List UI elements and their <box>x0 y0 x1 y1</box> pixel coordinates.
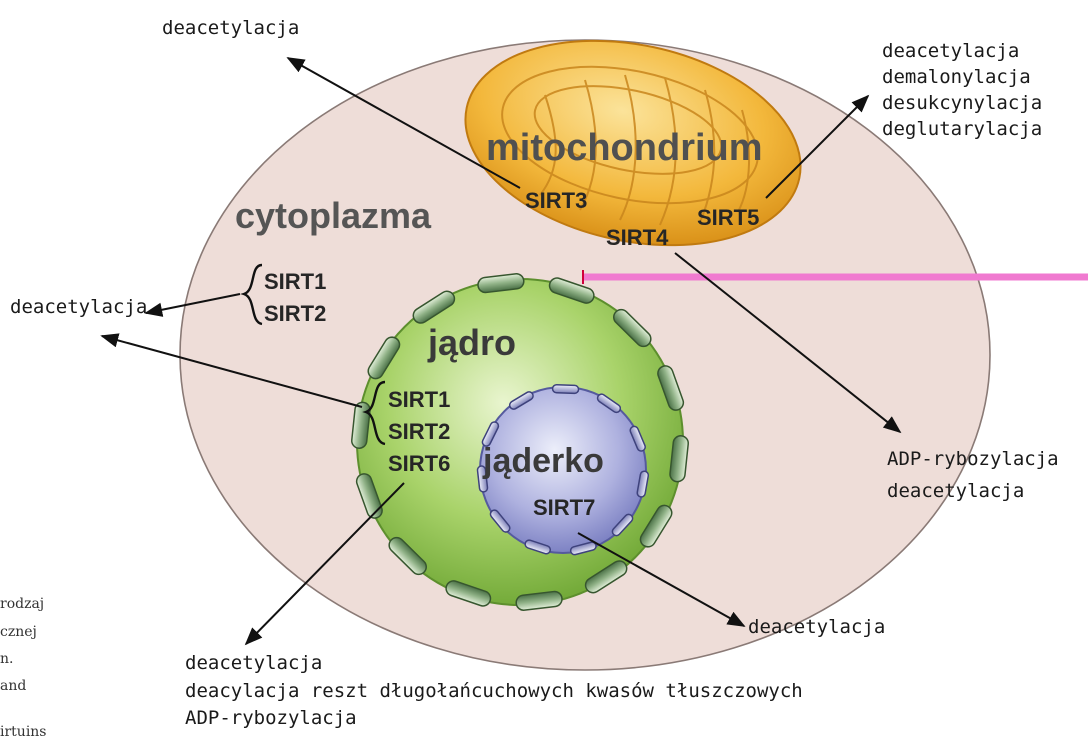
sirt5-label: SIRT5 <box>697 205 759 230</box>
nuc-sirt6-label: SIRT6 <box>388 451 450 476</box>
label-nucleus: jądro <box>427 322 516 363</box>
sirt3-label: SIRT3 <box>525 188 587 213</box>
cyto-sirt1-label: SIRT1 <box>264 269 326 294</box>
activity-sirt5: deacetylacja demalonylacja desukcynylacj… <box>882 40 1054 140</box>
envelope-segment <box>552 385 578 394</box>
nuc-sirt2-label: SIRT2 <box>388 419 450 444</box>
sirt4-label: SIRT4 <box>606 225 669 250</box>
side-text: rodzaj cznej n. and irtuins <box>0 596 49 736</box>
activity-sirt3: deacetylacja <box>162 17 299 39</box>
label-mitochondrium: mitochondrium <box>486 127 763 169</box>
label-nucleolus: jąderko <box>482 442 604 480</box>
label-cytoplasm: cytoplazma <box>235 195 432 236</box>
sirt7-label: SIRT7 <box>533 495 595 520</box>
activity-sirt7: deacetylacja <box>748 616 885 638</box>
cyto-sirt2-label: SIRT2 <box>264 301 326 326</box>
activity-cytoplasm: deacetylacja <box>10 296 147 318</box>
nuc-sirt1-label: SIRT1 <box>388 387 450 412</box>
